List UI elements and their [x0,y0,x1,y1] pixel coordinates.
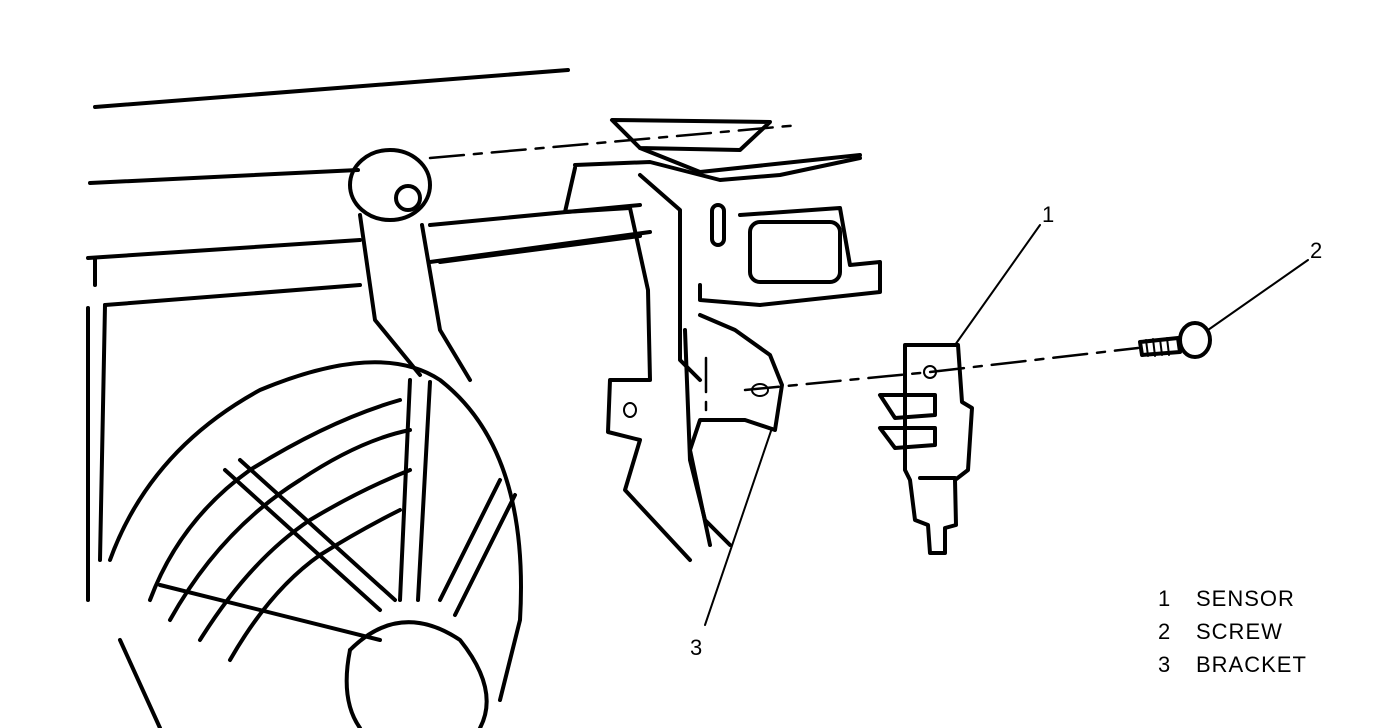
callout-2: 2 [1310,238,1322,263]
parts-legend: 1 SENSOR 2 SCREW 3 BRACKET [1150,582,1360,681]
legend-number: 2 [1158,618,1172,644]
leader-line-1 [954,224,1041,346]
legend-label: SCREW [1196,618,1283,644]
bracket-assembly [563,166,882,562]
cooling-fan [108,360,523,728]
legend-row: 1 SENSOR [1150,582,1360,615]
legend-label: BRACKET [1196,651,1307,677]
legend-row: 2 SCREW [1150,615,1360,648]
leader-line-3 [704,427,773,626]
legend-number: 3 [1158,651,1172,677]
leader-line-2 [1207,259,1309,331]
radiator-tank [573,118,862,182]
legend-label: SENSOR [1196,585,1295,611]
assembly-centerline [743,346,1140,392]
callout-1: 1 [1042,202,1054,227]
callout-3: 3 [690,635,702,660]
legend-number: 1 [1158,585,1172,611]
fan-support-arm [348,148,472,382]
legend-row: 3 BRACKET [1150,648,1360,681]
radiator-support [86,68,802,602]
sensor [878,343,974,555]
screw [1138,321,1212,359]
